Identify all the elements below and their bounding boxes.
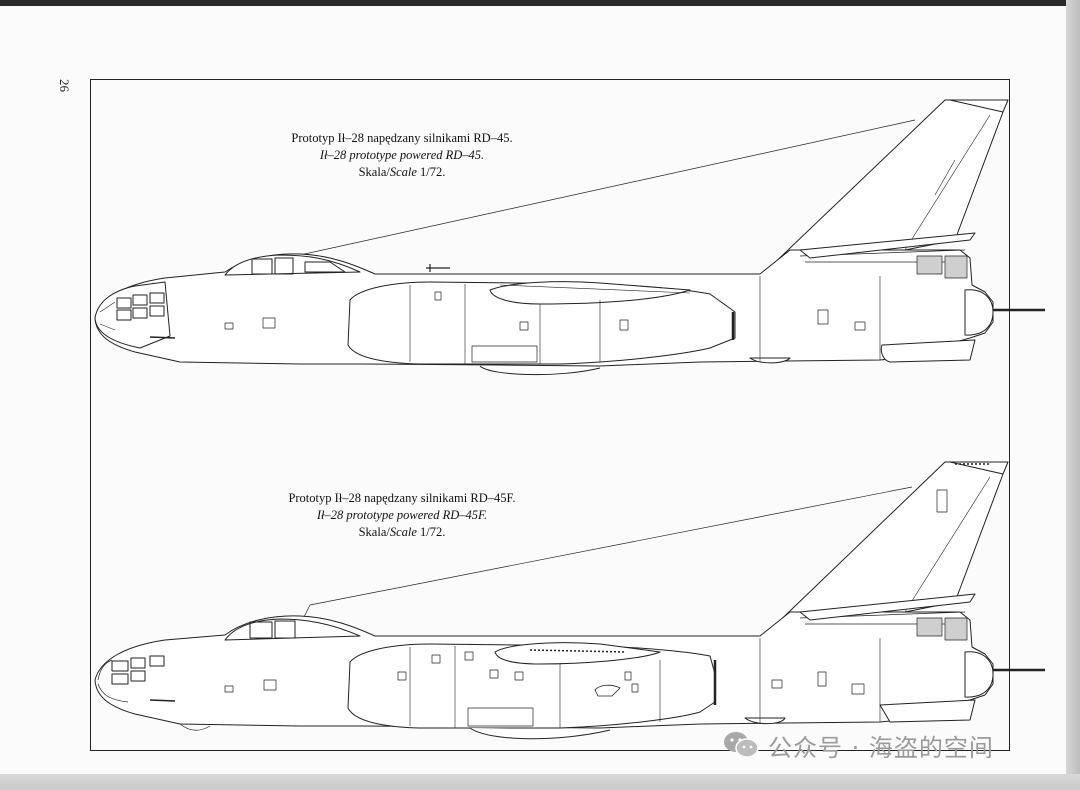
figure-caption-rd45f: Prototyp Ił–28 napędzany silnikami RD–45… (272, 490, 532, 541)
aircraft-side-view-rd45f (94, 461, 1045, 740)
caption-scale: Skala/Scale 1/72. (358, 525, 446, 539)
scan-bottom-edge (0, 774, 1080, 790)
figure-caption-rd45: Prototyp Ił–28 napędzany silnikami RD–45… (272, 130, 532, 181)
scan-top-edge (0, 0, 1080, 6)
caption-title-polish: Prototyp Ił–28 napędzany silnikami RD–45… (291, 131, 513, 145)
caption-scale: Skala/Scale 1/72. (358, 165, 446, 179)
wechat-icon (724, 732, 759, 758)
caption-title-polish: Prototyp Ił–28 napędzany silnikami RD–45… (288, 491, 516, 505)
drawing-frame (90, 79, 1010, 751)
caption-title-english: Ił–28 prototype powered RD–45. (319, 148, 485, 162)
aircraft-side-view-rd45 (94, 99, 1045, 376)
watermark: 公众号 · 海盗的空间 (722, 728, 994, 762)
watermark-text: 公众号 · 海盗的空间 (768, 733, 994, 762)
caption-title-english: Ił–28 prototype powered RD–45F. (316, 508, 488, 522)
scan-right-edge (1066, 0, 1080, 790)
